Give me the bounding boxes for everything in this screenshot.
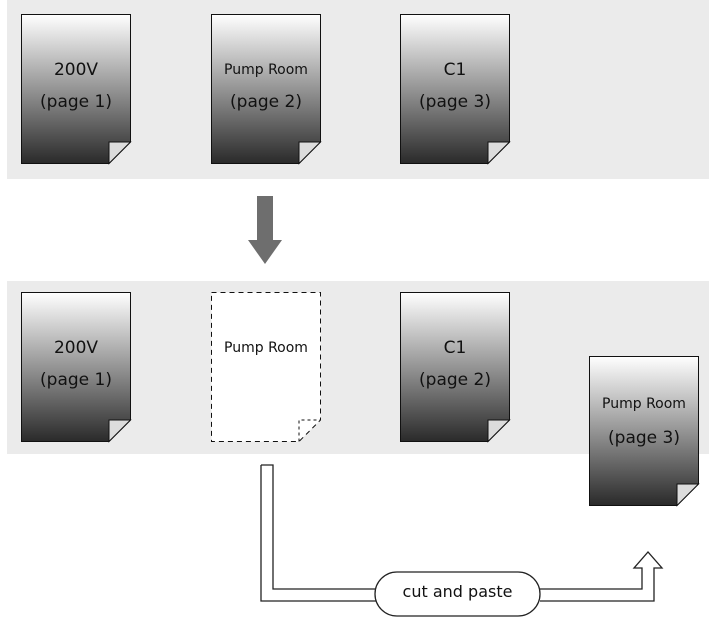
page-shape: [400, 292, 511, 443]
page-number: (page 3): [419, 92, 491, 112]
cut-and-paste-label: cut and paste: [402, 582, 513, 601]
page-shape: [211, 14, 322, 165]
down-arrow-icon: [248, 196, 282, 264]
page-card: C1 (page 2): [400, 292, 511, 443]
page-shape: [21, 14, 132, 165]
moved-page-card: Pump Room (page 3): [589, 356, 700, 507]
page-title: Pump Room: [224, 340, 308, 356]
page-number: (page 1): [40, 92, 112, 112]
cut-paste-path: [260, 464, 664, 617]
page-title: 200V: [53, 338, 99, 358]
page-title: 200V: [53, 60, 99, 80]
page-number: (page 1): [40, 370, 112, 390]
removed-page-placeholder: Pump Room: [211, 292, 321, 442]
page-shape: [400, 14, 511, 165]
page-shape: [21, 292, 132, 443]
page-card: Pump Room (page 2): [211, 14, 322, 165]
page-title: Pump Room: [224, 62, 308, 78]
page-card: C1 (page 3): [400, 14, 511, 165]
page-number: (page 2): [230, 92, 302, 112]
dashed-page-shape: [211, 292, 321, 442]
page-number: (page 2): [419, 370, 491, 390]
page-shape: [589, 356, 700, 507]
page-card: 200V (page 1): [21, 14, 132, 165]
page-number: (page 3): [608, 428, 680, 448]
page-title: Pump Room: [602, 396, 686, 412]
page-card: 200V (page 1): [21, 292, 132, 443]
page-title: C1: [443, 338, 467, 358]
page-title: C1: [443, 60, 467, 80]
